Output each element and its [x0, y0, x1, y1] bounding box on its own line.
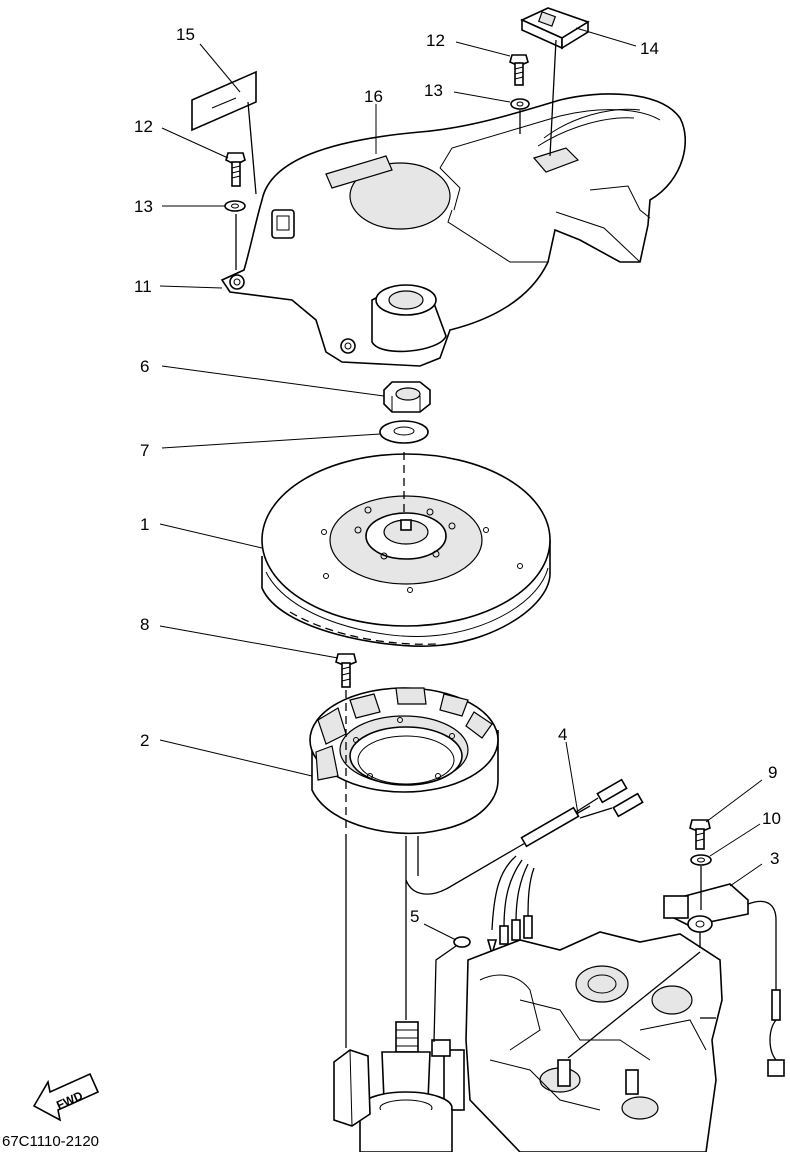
crankshaft-part	[359, 1021, 453, 1152]
callout-3: 3	[770, 849, 779, 868]
stator-assembly-part	[309, 687, 499, 835]
callout-15: 15	[176, 25, 195, 44]
label-sticker-part	[191, 70, 257, 132]
forward-direction-arrow: FWD	[32, 1072, 100, 1122]
callout-7: 7	[140, 441, 149, 460]
flywheel-cover-part	[220, 93, 687, 367]
flywheel-magneto-part	[261, 453, 551, 647]
bolt-upper-right-part	[509, 54, 529, 86]
cap-part	[520, 7, 590, 50]
callout-10: 10	[762, 809, 781, 828]
callout-16: 16	[364, 87, 383, 106]
callout-9: 9	[768, 763, 777, 782]
callout-labels: 1 2 3 4 5 6 7 8 9 10 11 12 12 13 13 14 1…	[134, 25, 781, 926]
sensor-bolt-part	[689, 819, 711, 850]
callout-8: 8	[140, 615, 149, 634]
callout-14: 14	[640, 39, 659, 58]
callout-6: 6	[140, 357, 149, 376]
engine-block-part	[431, 931, 723, 1152]
clip-part	[453, 936, 471, 948]
flywheel-nut-part	[383, 381, 431, 413]
callout-1: 1	[140, 515, 149, 534]
callout-5: 5	[410, 907, 419, 926]
stator-screw-part	[335, 653, 357, 688]
callout-12-left: 12	[134, 117, 153, 136]
callout-4: 4	[558, 725, 567, 744]
sensor-washer-part	[690, 854, 712, 866]
flywheel-washer-part	[379, 420, 429, 444]
assembly-guide-lines	[235, 39, 702, 1059]
callout-2: 2	[140, 731, 149, 750]
callout-12-right: 12	[426, 31, 445, 50]
bolt-upper-left-part	[225, 152, 246, 187]
callout-13-right: 13	[424, 81, 443, 100]
cover-mount-block-part	[333, 1049, 371, 1127]
callout-13-left: 13	[134, 197, 153, 216]
leader-lines	[159, 27, 763, 941]
washer-upper-left-part	[224, 200, 246, 212]
drawing-code: 67C1110-2120	[2, 1133, 99, 1150]
washer-upper-right-part	[510, 98, 530, 110]
pulser-coil-part	[663, 883, 785, 1077]
callout-11: 11	[134, 277, 152, 296]
